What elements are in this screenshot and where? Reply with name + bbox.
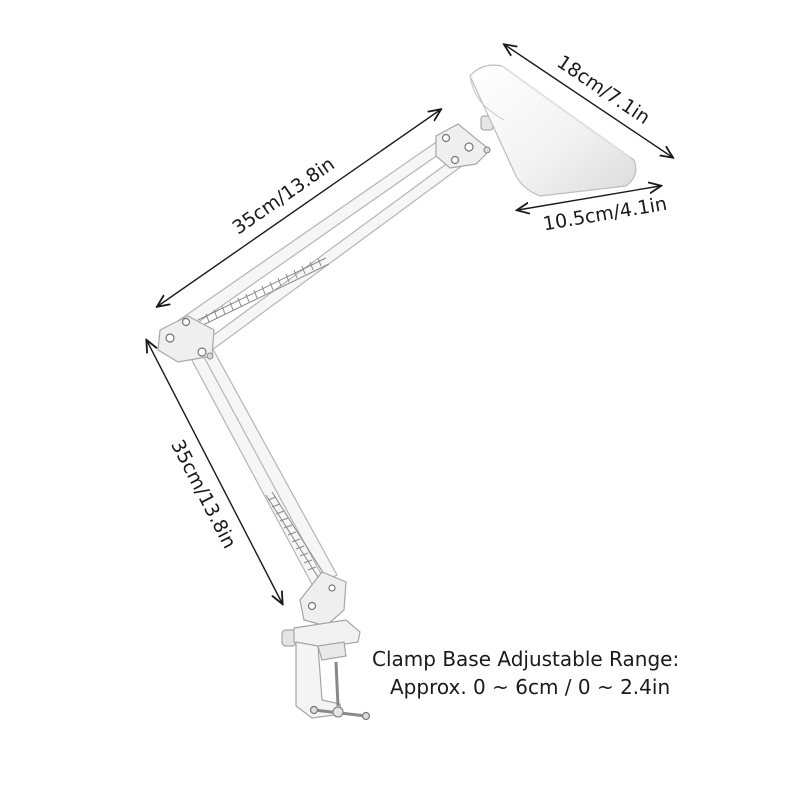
clamp-handle-end-icon	[309, 705, 319, 715]
elbow-screw-icon	[165, 333, 175, 343]
clamp-base	[281, 571, 371, 721]
shade-diameter-dimension-label: 10.5cm/4.1in	[541, 193, 668, 236]
lamp-shade	[469, 64, 637, 197]
clamp-range-line-2: Approx. 0 ~ 6cm / 0 ~ 2.4in	[390, 675, 671, 699]
lower-arm-dimension-label: 35cm/13.8in	[166, 436, 240, 552]
clamp-range-note: Clamp Base Adjustable Range: Approx. 0 ~…	[372, 645, 712, 701]
upper-spring	[197, 257, 330, 327]
lower-arm	[179, 333, 338, 589]
head-joint	[435, 115, 494, 169]
clamp-range-line-1: Clamp Base Adjustable Range:	[372, 647, 680, 671]
elbow-joint	[157, 315, 215, 363]
lower-spring	[265, 491, 325, 578]
